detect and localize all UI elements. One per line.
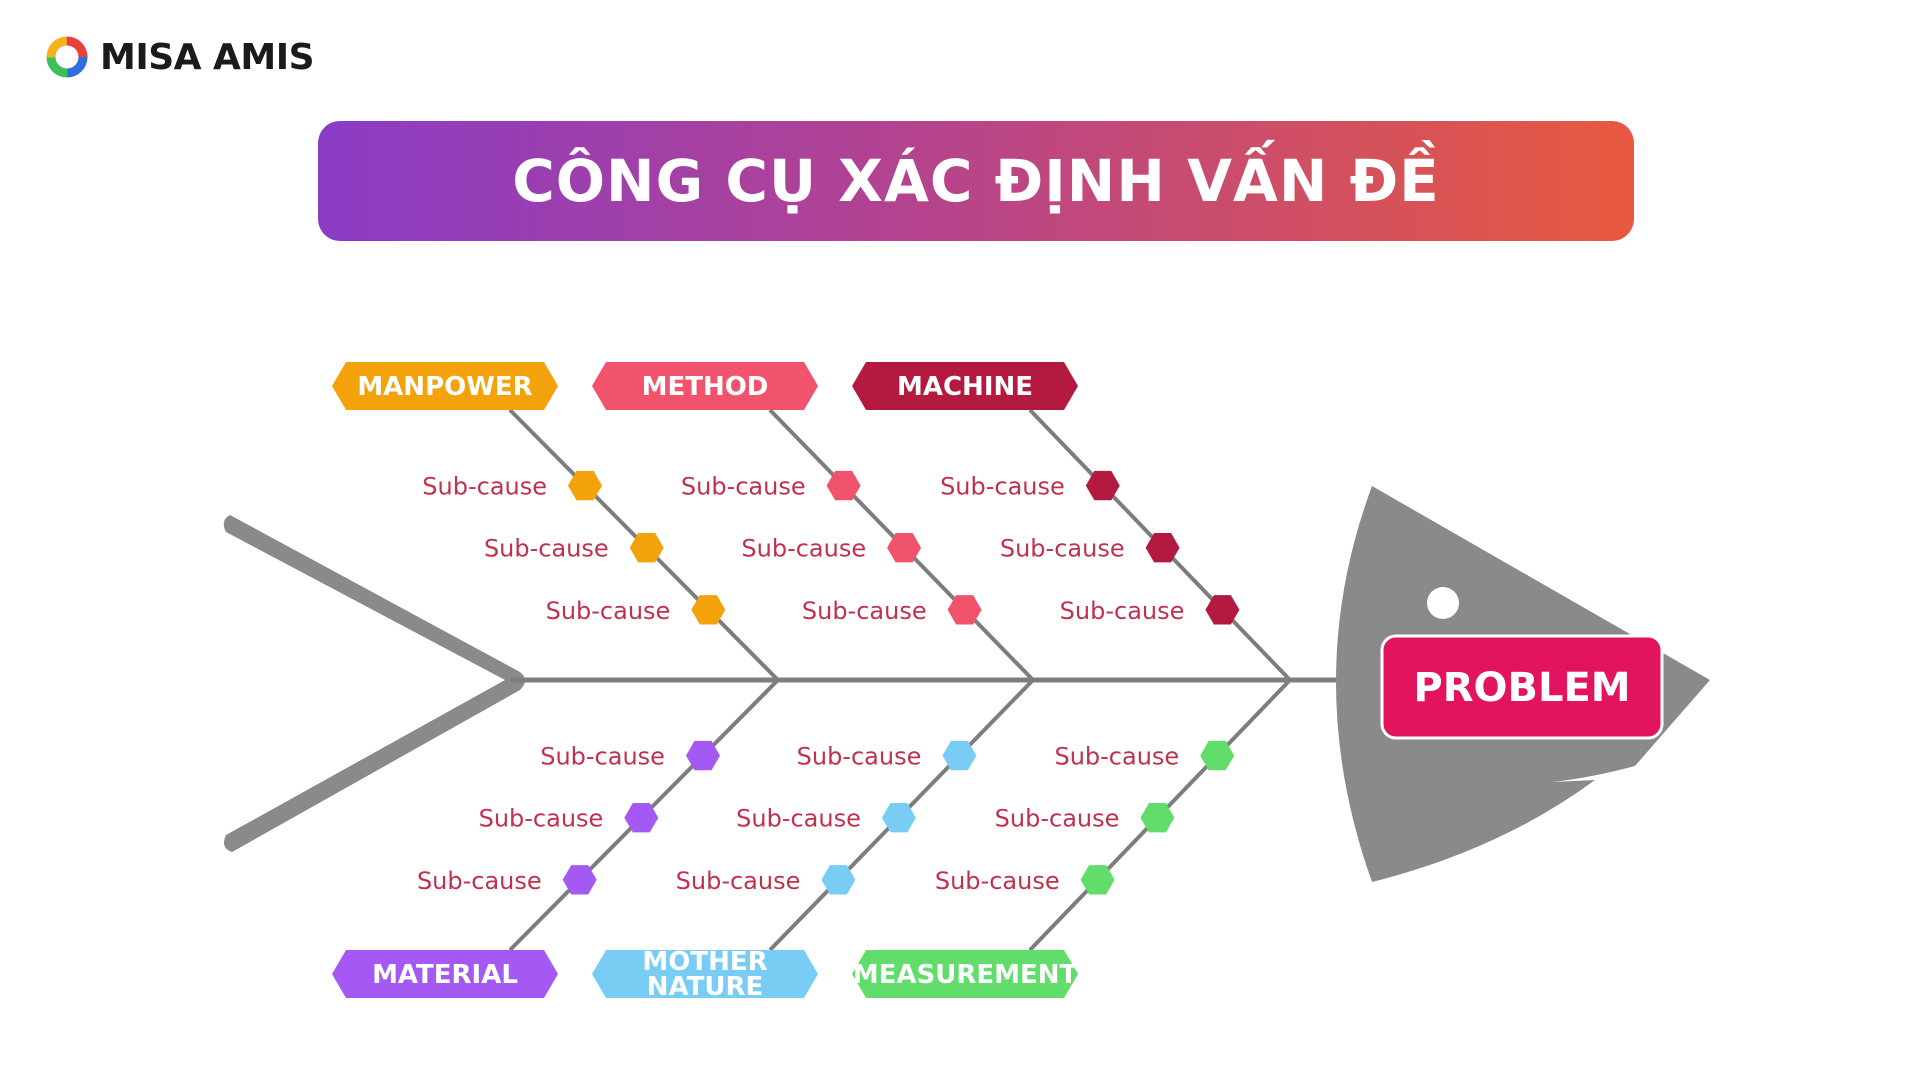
page-title: CÔNG CỤ XÁC ĐỊNH VẤN ĐỀ — [512, 147, 1440, 215]
subcause-label: Sub-cause — [940, 473, 1065, 501]
subcause-label: Sub-cause — [676, 867, 801, 895]
category-machine-label: MACHINE — [897, 372, 1033, 402]
subcause-marker — [881, 803, 916, 833]
fish-eye — [1427, 587, 1459, 619]
subcause-label: Sub-cause — [422, 473, 547, 501]
subcause-marker — [1205, 595, 1240, 625]
category-material-label: MATERIAL — [372, 960, 518, 990]
subcause-marker — [1085, 470, 1120, 501]
subcause-label: Sub-cause — [736, 805, 861, 833]
subcause-label: Sub-cause — [995, 805, 1120, 833]
category-mother-nature-label-line2: NATURE — [647, 972, 764, 1002]
subcause-marker — [887, 533, 922, 563]
brand-logo: MISA AMIS — [44, 34, 315, 80]
category-method-label: METHOD — [642, 372, 769, 402]
problem-label: PROBLEM — [1413, 665, 1630, 711]
subcause-label: Sub-cause — [802, 597, 927, 625]
category-machine-box — [852, 362, 1078, 410]
subcause-label: Sub-cause — [546, 597, 671, 625]
subcause-label: Sub-cause — [935, 867, 1060, 895]
subcause-marker — [562, 865, 597, 895]
brand-name: MISA AMIS — [100, 36, 315, 78]
subcause-marker — [942, 740, 977, 771]
subcause-marker — [826, 470, 861, 501]
category-method-box — [592, 362, 818, 410]
subcause-marker — [1145, 533, 1180, 563]
subcause-label: Sub-cause — [479, 805, 604, 833]
subcause-marker — [1140, 803, 1175, 833]
subcause-marker — [568, 470, 602, 501]
category-manpower-label: MANPOWER — [357, 372, 532, 402]
subcause-marker — [624, 803, 659, 833]
category-material-box — [332, 950, 558, 998]
subcause-marker — [691, 595, 726, 625]
subcause-label: Sub-cause — [484, 535, 609, 563]
subcause-marker — [947, 595, 982, 625]
subcause-label: Sub-cause — [741, 535, 866, 563]
subcause-label: Sub-cause — [1054, 743, 1179, 771]
subcause-label: Sub-cause — [797, 743, 922, 771]
category-mother-nature-box — [592, 950, 818, 998]
misa-ring-logo-icon — [46, 36, 88, 78]
subcause-marker — [1080, 865, 1115, 895]
category-manpower-box — [332, 362, 558, 410]
subcause-label: Sub-cause — [1000, 535, 1125, 563]
subcause-marker — [629, 533, 664, 563]
category-mother-nature-label-line1: MOTHER — [642, 947, 767, 977]
category-measurement-label: MEASUREMENT — [853, 960, 1078, 990]
subcause-label: Sub-cause — [681, 473, 806, 501]
problem-box — [1380, 634, 1664, 740]
title-banner: CÔNG CỤ XÁC ĐỊNH VẤN ĐỀ — [318, 121, 1634, 241]
subcause-label: Sub-cause — [1060, 597, 1185, 625]
fish-tail — [223, 515, 525, 852]
subcause-label: Sub-cause — [417, 867, 542, 895]
category-measurement-box — [852, 950, 1078, 998]
subcause-marker — [1200, 740, 1235, 771]
subcause-label: Sub-cause — [540, 743, 665, 771]
subcause-marker — [821, 865, 856, 895]
subcause-marker — [686, 740, 720, 771]
